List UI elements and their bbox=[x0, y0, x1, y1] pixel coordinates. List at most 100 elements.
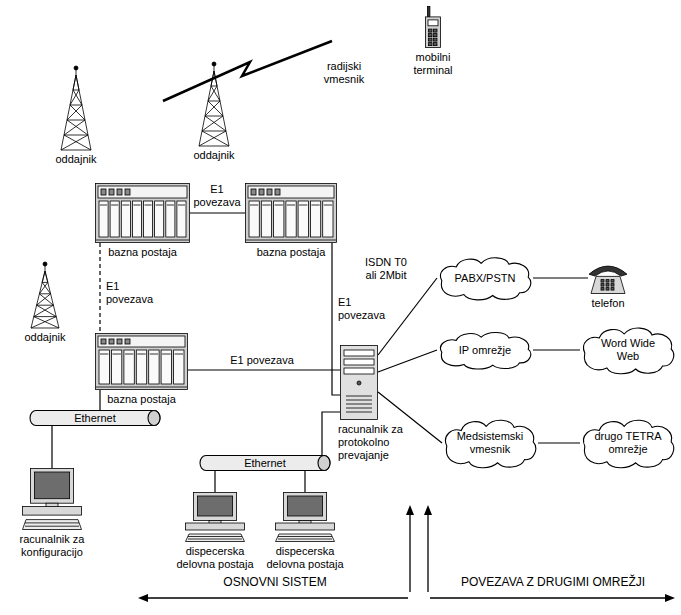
telephone-part bbox=[601, 288, 604, 291]
base-station-part bbox=[137, 354, 145, 355]
base-station-part bbox=[149, 350, 159, 384]
telephone-part bbox=[601, 284, 604, 287]
transmitter-tower-part bbox=[205, 101, 220, 116]
transmitter-tower-icon bbox=[60, 66, 92, 150]
base-station-part bbox=[99, 201, 108, 237]
base-station-part bbox=[136, 350, 146, 384]
link-line bbox=[188, 369, 340, 370]
transmitter-tower-part bbox=[199, 131, 226, 146]
transmitter-tower-part bbox=[73, 75, 76, 90]
base-station-part bbox=[111, 205, 118, 206]
base-station-part bbox=[117, 339, 122, 344]
base-station-part bbox=[133, 205, 140, 206]
link-line bbox=[533, 349, 580, 350]
gateway-server-part bbox=[344, 359, 374, 365]
node-label: racunalnik za konfiguracijo bbox=[10, 533, 94, 559]
transmitter-tower-part bbox=[205, 116, 226, 131]
telephone-part bbox=[611, 284, 614, 287]
telephone-part bbox=[606, 288, 609, 291]
network-cloud-part bbox=[441, 332, 531, 369]
caption-label: radijski vmesnik bbox=[316, 60, 372, 86]
mobile-terminal-part bbox=[429, 34, 433, 37]
network-cloud: IP omrežje bbox=[437, 330, 533, 370]
network-cloud-part bbox=[441, 258, 531, 300]
workstation-part bbox=[188, 539, 242, 540]
base-station-part bbox=[145, 205, 152, 206]
link-label: ISDN T0 ali 2Mbit bbox=[362, 256, 410, 282]
transmitter-tower-part bbox=[205, 116, 223, 117]
link-line bbox=[214, 471, 215, 492]
network-cloud-part bbox=[584, 420, 674, 468]
mobile-terminal-part bbox=[429, 38, 433, 41]
transmitter-tower-part bbox=[64, 120, 85, 135]
network-cloud-part bbox=[441, 258, 531, 300]
workstation-part bbox=[23, 506, 82, 515]
mobile-terminal-part bbox=[434, 34, 438, 37]
transmitter-tower-part bbox=[214, 71, 229, 146]
telephone-part bbox=[611, 288, 614, 291]
transmitter-tower-part bbox=[39, 293, 50, 294]
network-cloud-part bbox=[584, 328, 674, 374]
mobile-terminal-part bbox=[434, 29, 438, 32]
mobile-terminal-part bbox=[426, 7, 441, 48]
gateway-server-part bbox=[346, 412, 372, 413]
workstation: racunalnik za konfiguracijo bbox=[22, 468, 82, 530]
transmitter-tower-part bbox=[31, 271, 45, 328]
network-cloud: Word Wide Web bbox=[580, 325, 676, 375]
scope-arrow-head bbox=[406, 505, 414, 515]
transmitter-tower-part bbox=[70, 90, 79, 105]
ethernet-bus: Ethernet bbox=[30, 410, 160, 426]
base-station-part bbox=[150, 354, 158, 355]
base-station-part bbox=[323, 201, 333, 237]
node-label: bazna postaja bbox=[245, 246, 337, 259]
workstation-part bbox=[193, 493, 236, 521]
transmitter-tower-part bbox=[208, 101, 220, 102]
scope-arrow-line bbox=[409, 514, 410, 592]
base-station-part bbox=[112, 354, 121, 355]
transmitter-tower-part bbox=[31, 328, 59, 329]
telephone-part bbox=[591, 276, 625, 293]
ethernet-bus: Ethernet bbox=[200, 455, 330, 471]
workstation: dispecerska delovna postaja bbox=[275, 492, 335, 542]
node-label: oddajnik bbox=[184, 149, 244, 162]
gateway-server-part bbox=[346, 408, 372, 409]
network-cloud: Medsistemski vmesnik bbox=[442, 417, 538, 469]
transmitter-tower-part bbox=[73, 90, 79, 91]
base-station-part bbox=[117, 189, 122, 195]
telephone-part bbox=[589, 266, 627, 276]
node-label: drugo TETRA omrežje bbox=[594, 430, 662, 456]
link-label: E1 povezava bbox=[338, 296, 390, 322]
transmitter-tower-part bbox=[76, 75, 79, 90]
network-cloud-part bbox=[441, 332, 531, 369]
network-cloud: drugo TETRA omrežje bbox=[580, 417, 676, 469]
base-station-part bbox=[246, 184, 337, 243]
transmitter-tower-part bbox=[61, 150, 91, 151]
transmitter-tower-part bbox=[37, 305, 54, 306]
transmitter-tower-part bbox=[214, 71, 217, 86]
workstation-part bbox=[186, 534, 245, 542]
base-station-part bbox=[111, 350, 121, 384]
base-station-part bbox=[109, 189, 114, 195]
base-station-part bbox=[162, 354, 171, 355]
base-station-part bbox=[98, 186, 187, 198]
link-line bbox=[190, 212, 245, 213]
telephone-part bbox=[611, 280, 614, 283]
transmitter-tower-part bbox=[61, 66, 91, 150]
workstation-part bbox=[278, 536, 332, 537]
transmitter-tower-part bbox=[42, 282, 48, 283]
link-label: E1 povezava bbox=[215, 354, 309, 367]
workstation-icon bbox=[185, 492, 245, 542]
node-label: bazna postaja bbox=[95, 393, 188, 406]
workstation-part bbox=[23, 469, 82, 530]
link-line bbox=[99, 390, 100, 410]
ethernet-bus-part bbox=[318, 456, 330, 471]
transmitter-tower-part bbox=[67, 120, 85, 121]
base-station-part bbox=[125, 189, 130, 195]
scope-arrow-line bbox=[430, 597, 666, 598]
base-station-part bbox=[110, 201, 119, 237]
transmitter-tower-part bbox=[76, 75, 91, 150]
gateway-server-part bbox=[344, 368, 374, 374]
workstation-part bbox=[186, 493, 245, 542]
workstation-part bbox=[186, 523, 245, 530]
